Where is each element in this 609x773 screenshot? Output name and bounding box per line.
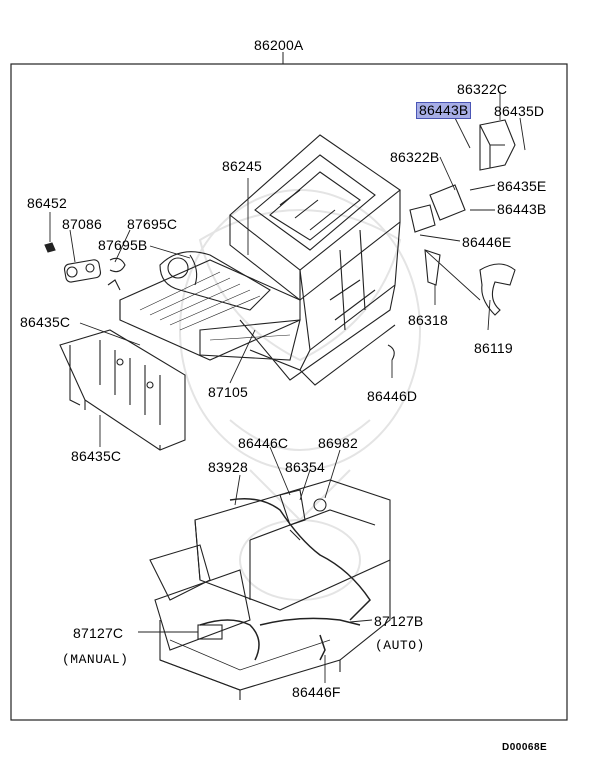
assembly-title: 86200A: [254, 37, 304, 53]
heater-case-left: [59, 329, 186, 451]
part-label-86318[interactable]: 86318: [408, 312, 448, 328]
part-label-86982[interactable]: 86982: [318, 435, 358, 451]
part-label-86443B[interactable]: 86443B: [497, 201, 547, 217]
part-label-87127C[interactable]: 87127C: [73, 625, 124, 641]
part-label-86446E[interactable]: 86446E: [462, 234, 512, 250]
leader-lines: [49, 93, 526, 683]
part-label-86354[interactable]: 86354: [285, 459, 325, 475]
part-label-87086[interactable]: 87086: [62, 216, 102, 232]
part-label-86435C-top[interactable]: 86435C: [20, 314, 71, 330]
part-label-86443B-highlighted[interactable]: 86443B: [416, 102, 472, 119]
part-label-87127B[interactable]: 87127B: [374, 613, 424, 629]
variant-label-manual: (MANUAL): [62, 652, 129, 667]
variant-label-auto: (AUTO): [375, 638, 425, 653]
part-label-86119[interactable]: 86119: [474, 340, 513, 356]
fasteners-upper-left: [44, 242, 126, 291]
part-label-87695B[interactable]: 87695B: [98, 237, 148, 253]
part-label-86446C[interactable]: 86446C: [238, 435, 289, 451]
part-label-86446F[interactable]: 86446F: [292, 684, 341, 700]
part-label-86446D[interactable]: 86446D: [367, 388, 418, 404]
heater-unit-upper: [119, 119, 516, 386]
part-label-86435D[interactable]: 86435D: [494, 103, 545, 119]
part-label-87695C[interactable]: 87695C: [127, 216, 178, 232]
outer-frame: [10, 63, 568, 721]
part-label-86245[interactable]: 86245: [222, 158, 262, 174]
diagram-code: D00068E: [502, 742, 548, 753]
part-label-86322B[interactable]: 86322B: [390, 149, 440, 165]
part-label-87105[interactable]: 87105: [208, 384, 248, 400]
part-label-86322C[interactable]: 86322C: [457, 81, 508, 97]
part-label-83928[interactable]: 83928: [208, 459, 248, 475]
part-label-86452[interactable]: 86452: [27, 195, 67, 211]
part-label-86435C-bottom[interactable]: 86435C: [71, 448, 122, 464]
part-label-86435E[interactable]: 86435E: [497, 178, 547, 194]
evaporator-unit-lower: [149, 479, 391, 700]
